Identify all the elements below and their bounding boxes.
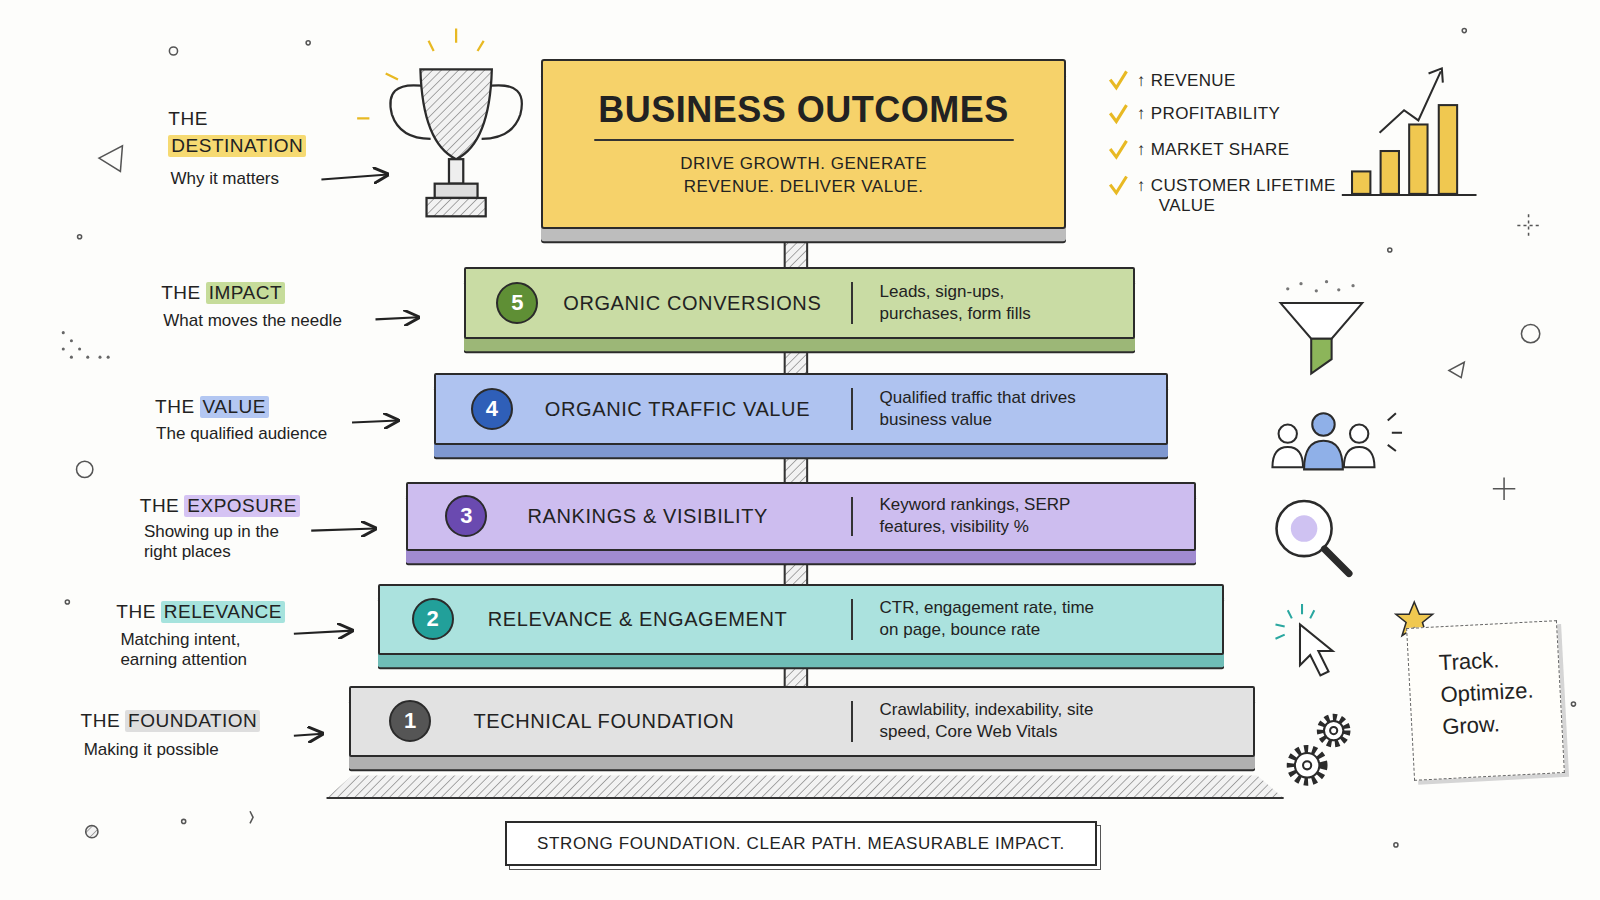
trophy-icon xyxy=(357,29,522,217)
step-number: 2 xyxy=(412,598,454,640)
tier-band: ORGANIC CONVERSIONS Leads, sign-ups, purc… xyxy=(464,267,1134,338)
tier-band: RANKINGS & VISIBILITY Keyword rankings, S… xyxy=(406,482,1196,551)
section-note: Making it possible xyxy=(84,740,219,760)
tier-name: RELEVANCE & ENGAGEMENT xyxy=(488,608,788,631)
tier-band: TECHNICAL FOUNDATION Crawlability, indexa… xyxy=(349,686,1255,757)
section-keyword: FOUNDATION xyxy=(125,710,260,732)
tier-name: ORGANIC TRAFFIC VALUE xyxy=(545,398,810,421)
step-label: 4 xyxy=(486,396,498,422)
section-prefix: THE xyxy=(161,282,201,304)
step-label: 3 xyxy=(460,503,472,529)
tier-band: RELEVANCE & ENGAGEMENT CTR, engagement ra… xyxy=(378,584,1225,655)
section-note: What moves the needle xyxy=(163,311,342,331)
tier-name: RANKINGS & VISIBILITY xyxy=(527,505,767,528)
tier-metrics: Qualified traffic that drives business v… xyxy=(880,387,1079,431)
cursor-icon xyxy=(1276,604,1333,675)
step-number: 4 xyxy=(471,388,513,430)
ground-line xyxy=(327,797,1284,799)
outcome-box: BUSINESS OUTCOMES DRIVE GROWTH. GENERATE … xyxy=(541,59,1067,228)
ground-hatch xyxy=(327,776,1284,798)
tier-name: TECHNICAL FOUNDATION xyxy=(473,710,734,733)
step-number: 1 xyxy=(389,700,431,742)
tier-metrics: Keyword rankings, SERP features, visibil… xyxy=(880,494,1120,538)
section-keyword: VALUE xyxy=(200,396,269,418)
check-marks xyxy=(1110,71,1126,192)
magnifier-icon xyxy=(1277,501,1349,573)
section-keyword: RELEVANCE xyxy=(161,601,285,623)
section-prefix: THE xyxy=(81,710,121,732)
column-divider xyxy=(851,282,853,323)
caption-box: STRONG FOUNDATION. CLEAR PATH. MEASURABL… xyxy=(505,821,1097,866)
title-rule xyxy=(594,139,1014,141)
column-divider xyxy=(851,388,853,429)
outcome-item: ↑ PROFITABILITY xyxy=(1137,104,1289,124)
tier-band: ORGANIC TRAFFIC VALUE Qualified traffic t… xyxy=(434,373,1169,444)
section-keyword: EXPOSURE xyxy=(184,495,300,517)
funnel-icon xyxy=(1281,280,1363,373)
outcome-title: BUSINESS OUTCOMES xyxy=(598,89,1009,131)
step-label: 5 xyxy=(511,290,523,316)
outcome-tagline: DRIVE GROWTH. GENERATE REVENUE. DELIVER … xyxy=(634,153,974,199)
column-divider xyxy=(851,497,853,536)
gears-icon xyxy=(1291,717,1347,781)
section-prefix: THE xyxy=(168,108,208,130)
tier-metrics: Leads, sign-ups, purchases, form fills xyxy=(880,281,1064,325)
caption-text: STRONG FOUNDATION. CLEAR PATH. MEASURABL… xyxy=(537,834,1065,854)
column-divider xyxy=(851,599,853,640)
outcome-item: ↑ MARKET SHARE xyxy=(1137,140,1290,160)
tier-metrics: CTR, engagement rate, time on page, boun… xyxy=(880,597,1099,641)
step-label: 1 xyxy=(404,708,416,734)
note-text: Track. Optimize. Grow. xyxy=(1438,642,1553,743)
section-note: Why it matters xyxy=(170,169,279,189)
step-number: 5 xyxy=(496,282,538,324)
section-prefix: THE xyxy=(155,396,195,418)
bar-chart-icon xyxy=(1342,68,1477,195)
tier-metrics: Crawlability, indexability, site speed, … xyxy=(880,699,1125,743)
section-note: Showing up in the right places xyxy=(144,522,285,562)
outcome-item: ↑ CUSTOMER LIFETIME VALUE xyxy=(1137,176,1348,216)
audience-icon xyxy=(1272,413,1402,469)
section-note: Matching intent, earning attention xyxy=(120,630,278,670)
section-prefix: THE xyxy=(140,495,180,517)
section-note: The qualified audience xyxy=(156,424,327,444)
decoration xyxy=(62,29,1576,847)
column-divider xyxy=(851,701,853,742)
sticky-note: Track. Optimize. Grow. xyxy=(1406,621,1565,782)
outcome-item: ↑ REVENUE xyxy=(1137,71,1244,91)
step-number: 3 xyxy=(445,495,487,537)
section-prefix: THE xyxy=(116,601,156,623)
step-label: 2 xyxy=(426,606,438,632)
section-keyword: IMPACT xyxy=(206,282,285,304)
tier-name: ORGANIC CONVERSIONS xyxy=(563,292,821,315)
section-keyword: DESTINATION xyxy=(168,135,306,157)
